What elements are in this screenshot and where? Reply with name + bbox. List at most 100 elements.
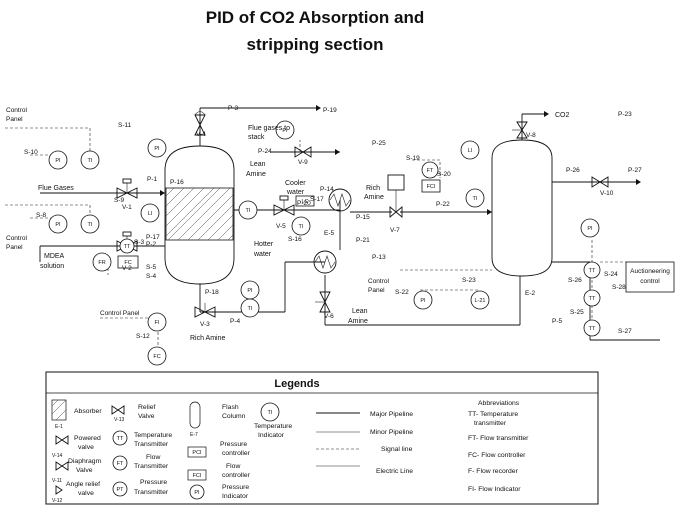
svg-text:P-5: P-5 bbox=[552, 318, 563, 325]
svg-text:Hotter: Hotter bbox=[254, 241, 274, 248]
svg-text:V-1: V-1 bbox=[122, 204, 132, 211]
svg-text:CO2: CO2 bbox=[555, 112, 570, 119]
tt-bubble-3: TT bbox=[583, 289, 601, 307]
svg-text:TI: TI bbox=[88, 158, 93, 164]
auctioneering-box bbox=[625, 261, 675, 293]
svg-text:TI: TI bbox=[246, 208, 251, 214]
svg-text:Amine: Amine bbox=[348, 318, 368, 325]
svg-text:Valve: Valve bbox=[138, 413, 155, 420]
svg-text:S-11: S-11 bbox=[118, 122, 132, 129]
svg-text:S-16: S-16 bbox=[288, 236, 302, 243]
svg-text:P-24: P-24 bbox=[258, 148, 272, 155]
svg-text:S-12: S-12 bbox=[136, 333, 150, 340]
svg-text:Angle relief: Angle relief bbox=[66, 481, 100, 488]
tt-bubble-4: TT bbox=[583, 319, 601, 337]
svg-text:FR: FR bbox=[98, 260, 105, 266]
svg-text:P-27: P-27 bbox=[628, 167, 642, 174]
stripper-column bbox=[491, 139, 553, 277]
svg-text:V-5: V-5 bbox=[276, 223, 286, 230]
svg-text:TT: TT bbox=[124, 244, 131, 250]
svg-text:PT: PT bbox=[116, 487, 124, 493]
svg-text:V-7: V-7 bbox=[390, 227, 400, 234]
svg-text:FT- Flow transmitter: FT- Flow transmitter bbox=[468, 435, 529, 442]
svg-text:TT: TT bbox=[117, 436, 124, 442]
valve-v8-icon bbox=[512, 121, 528, 139]
svg-text:TT: TT bbox=[589, 326, 596, 332]
svg-text:V-9: V-9 bbox=[298, 159, 308, 166]
svg-text:FI- Flow Indicator: FI- Flow Indicator bbox=[468, 486, 521, 493]
svg-text:V-11: V-11 bbox=[52, 478, 62, 484]
svg-text:Pressure: Pressure bbox=[222, 484, 249, 491]
svg-text:V-6: V-6 bbox=[324, 313, 334, 320]
svg-text:Indicator: Indicator bbox=[258, 432, 285, 439]
stream-tags: P-1 P-2 P-3 P-4 P-5 P-13 P-14 P-15 P-16 … bbox=[24, 105, 642, 340]
svg-text:Flash: Flash bbox=[222, 404, 239, 411]
svg-text:Temperature: Temperature bbox=[134, 432, 172, 439]
svg-text:P-25: P-25 bbox=[372, 140, 386, 147]
valve-v9-icon bbox=[294, 146, 312, 158]
process-labels: Control Panel Control Panel Control Pane… bbox=[6, 107, 570, 342]
heater-e5 bbox=[313, 250, 337, 274]
svg-text:S-28: S-28 bbox=[612, 284, 626, 291]
svg-text:P-1: P-1 bbox=[147, 176, 158, 183]
svg-text:Pressure: Pressure bbox=[220, 441, 247, 448]
signal-lines bbox=[5, 127, 626, 352]
svg-text:S-3: S-3 bbox=[134, 239, 145, 246]
svg-text:S-27: S-27 bbox=[618, 328, 632, 335]
svg-text:PCI: PCI bbox=[192, 450, 202, 456]
svg-text:P-13: P-13 bbox=[372, 254, 386, 261]
valve-v1-icon bbox=[116, 178, 138, 199]
svg-text:P-17: P-17 bbox=[146, 234, 160, 241]
svg-text:S-25: S-25 bbox=[570, 309, 584, 316]
instruments: PI TI PI TI PI LI TI PI TI PI TI FI FC F… bbox=[48, 120, 601, 366]
svg-text:P-21: P-21 bbox=[356, 237, 370, 244]
svg-text:S-17: S-17 bbox=[310, 196, 324, 203]
absorber-column bbox=[164, 145, 235, 285]
svg-text:PI: PI bbox=[282, 128, 288, 134]
svg-text:Electric Line: Electric Line bbox=[376, 468, 413, 475]
fi-bubble-1: FI bbox=[147, 312, 167, 332]
pi-bubble-3: PI bbox=[147, 138, 167, 158]
svg-text:LC: LC bbox=[301, 199, 308, 205]
svg-text:LI: LI bbox=[148, 211, 153, 217]
svg-text:Powered: Powered bbox=[74, 435, 101, 442]
fc-box-1: FC bbox=[117, 255, 139, 269]
svg-text:E-5: E-5 bbox=[324, 230, 335, 237]
svg-text:F- Flow recorder: F- Flow recorder bbox=[468, 468, 519, 475]
svg-text:FC: FC bbox=[153, 354, 160, 360]
svg-text:controller: controller bbox=[222, 472, 251, 479]
svg-text:Amine: Amine bbox=[246, 171, 266, 178]
ti-bubble-4: TI bbox=[291, 216, 311, 236]
svg-text:PI: PI bbox=[55, 222, 61, 228]
valve-v4-icon bbox=[194, 111, 206, 136]
fci-box-1: FCI bbox=[421, 179, 441, 193]
svg-text:stack: stack bbox=[248, 134, 265, 141]
svg-text:S-24: S-24 bbox=[604, 271, 618, 278]
svg-text:P-14: P-14 bbox=[320, 186, 334, 193]
svg-text:P-18: P-18 bbox=[205, 289, 219, 296]
svg-text:S-10: S-10 bbox=[24, 149, 38, 156]
pi-bubble-4: PI bbox=[275, 120, 295, 140]
pi-bubble-7: PI bbox=[413, 290, 433, 310]
svg-text:PI: PI bbox=[194, 490, 200, 496]
title-line-2: stripping section bbox=[247, 35, 384, 54]
svg-text:P-2: P-2 bbox=[146, 241, 157, 248]
svg-text:solution: solution bbox=[40, 263, 64, 270]
svg-text:FT: FT bbox=[117, 461, 124, 467]
svg-text:Panel: Panel bbox=[368, 287, 385, 294]
svg-text:Control: Control bbox=[368, 278, 390, 285]
svg-text:Minor Pipeline: Minor Pipeline bbox=[370, 429, 413, 436]
svg-text:TT- Temperature: TT- Temperature bbox=[468, 411, 518, 418]
svg-text:Control: Control bbox=[6, 107, 28, 114]
pi-bubble-6: PI bbox=[580, 218, 600, 238]
svg-text:P-4: P-4 bbox=[230, 318, 241, 325]
svg-text:L-21: L-21 bbox=[474, 298, 485, 304]
svg-text:S-23: S-23 bbox=[462, 277, 476, 284]
svg-text:FCI: FCI bbox=[193, 473, 202, 479]
svg-text:V-14: V-14 bbox=[52, 453, 63, 459]
svg-text:TI: TI bbox=[248, 306, 253, 312]
ti-bubble-2: TI bbox=[80, 214, 100, 234]
svg-text:transmitter: transmitter bbox=[474, 420, 507, 427]
svg-text:Transmitter: Transmitter bbox=[134, 463, 169, 470]
